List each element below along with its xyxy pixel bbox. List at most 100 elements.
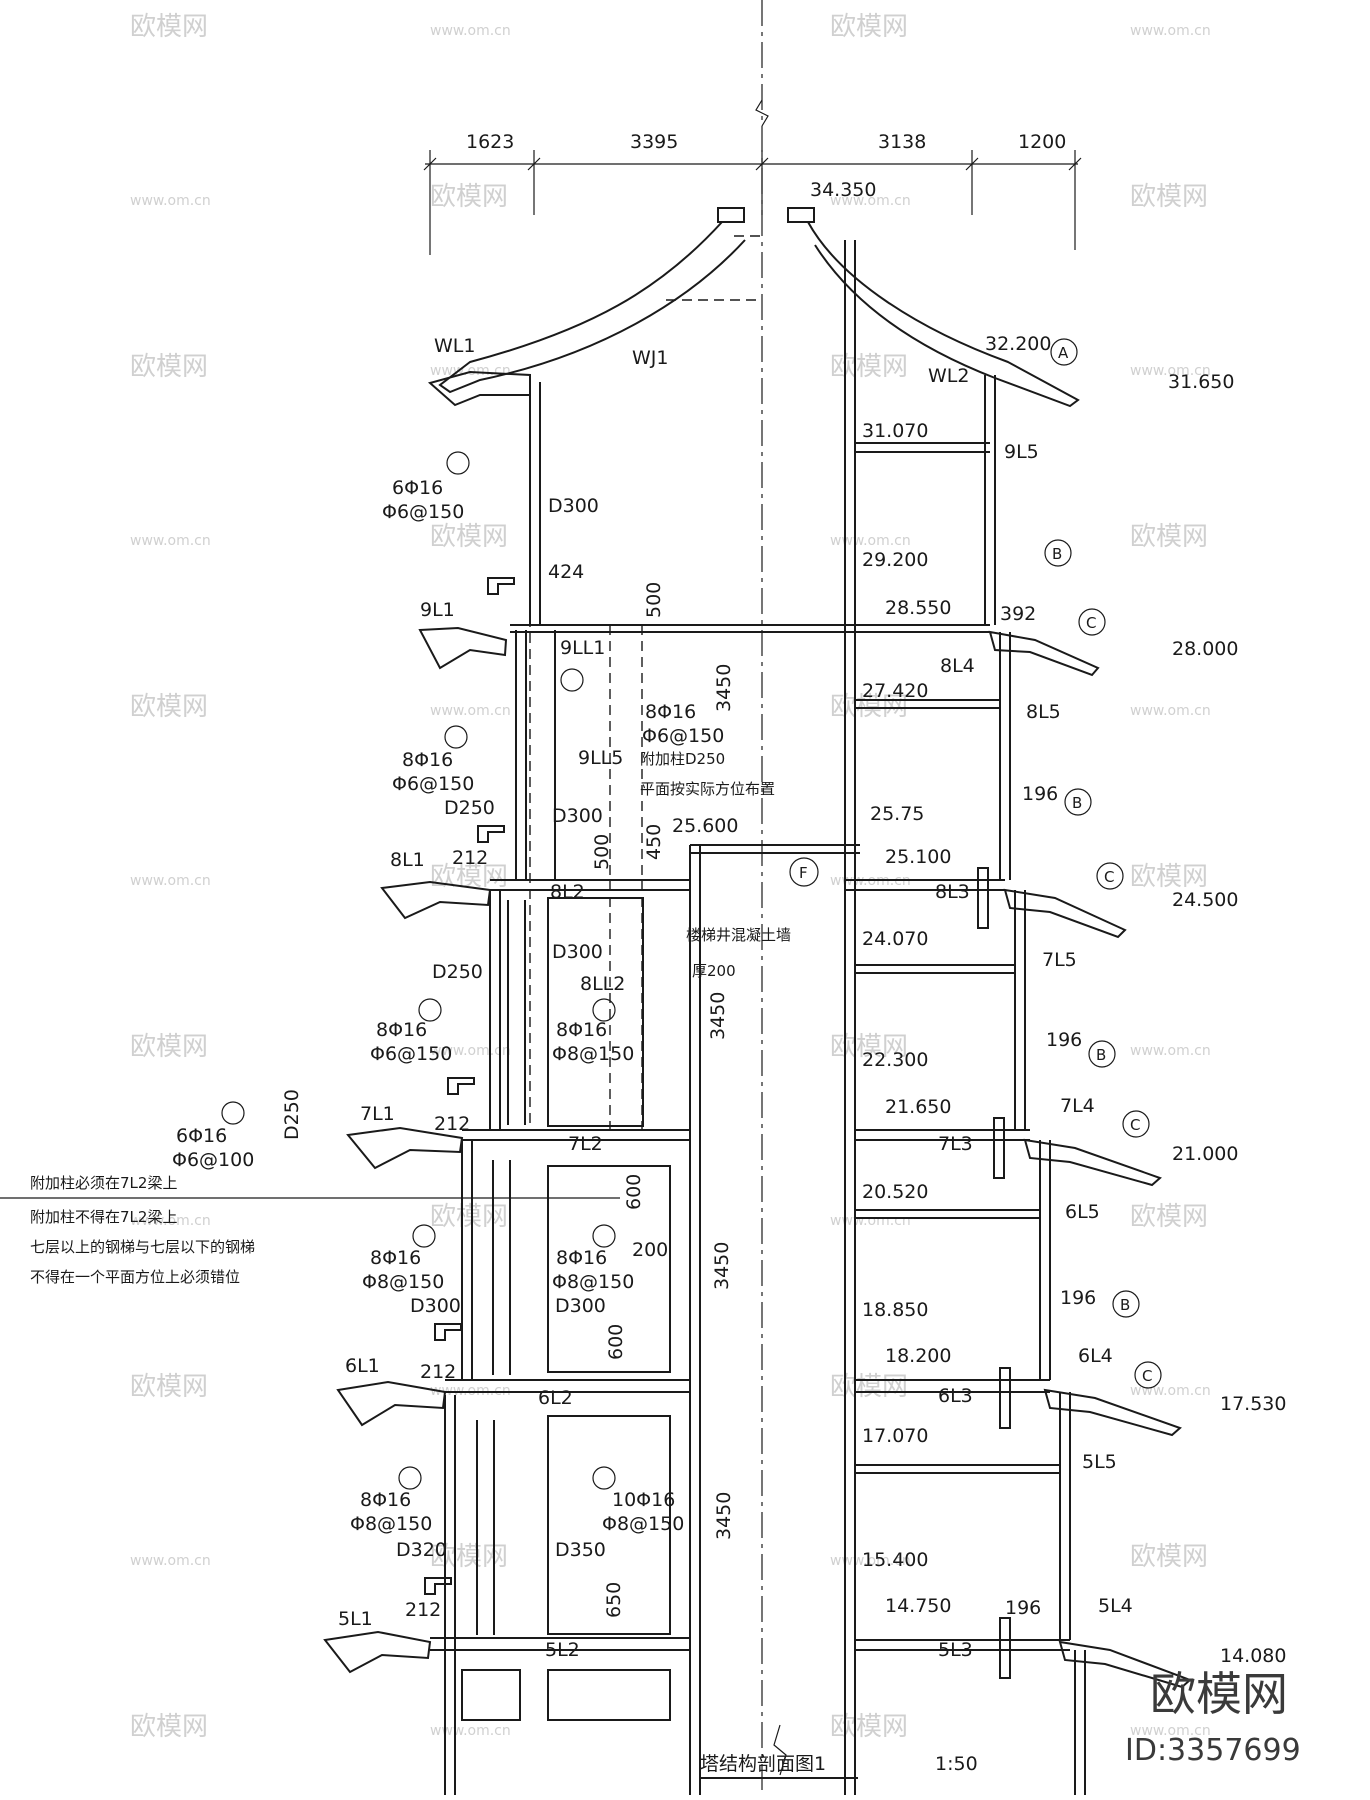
watermark-brand: 欧模网 [830, 352, 908, 382]
watermark-layer: 欧模网 www.om.cn 欧模网 www.om.cn www.om.cn 欧模网 www.… [130, 12, 1211, 1742]
top-dim-3: 3138 [878, 131, 926, 153]
dim-212-d: 212 [405, 1599, 441, 1621]
elev-31070: 31.070 [862, 420, 928, 442]
rebar-4b: Φ6@150 [370, 1043, 452, 1065]
note-col-not-on-beam: 附加柱不得在7L2梁上 [30, 1208, 177, 1226]
beam-7l3: 7L3 [938, 1133, 973, 1155]
rebar-2b: Φ6@150 [642, 725, 724, 747]
dim-424: 424 [548, 561, 584, 583]
axis-f: F [799, 864, 808, 882]
watermark-url: www.om.cn [1130, 1383, 1211, 1399]
watermark-url: www.om.cn [830, 1553, 911, 1569]
rebar-7b: Φ8@150 [362, 1271, 444, 1293]
watermark-url: www.om.cn [1130, 1043, 1211, 1059]
watermark-brand: 欧模网 [430, 1542, 508, 1572]
rebar-6a: 6Φ16 [176, 1125, 227, 1147]
dim-650: 650 [603, 1582, 625, 1618]
drawing-title: 塔结构剖面图1 [700, 1753, 826, 1775]
dim-d250-c: D250 [281, 1089, 303, 1140]
note-plan-orientation: 平面按实际方位布置 [640, 780, 775, 798]
beam-5l1: 5L1 [338, 1608, 373, 1630]
axis-c-1: C [1086, 614, 1096, 632]
beam-8l4: 8L4 [940, 655, 975, 677]
watermark-brand: 欧模网 [1130, 1202, 1208, 1232]
watermark-url: www.om.cn [1130, 363, 1211, 379]
watermark-brand: 欧模网 [830, 1372, 908, 1402]
beam-wj1: WJ1 [632, 347, 668, 369]
brand-stamp: 欧模网 ID:3357699 [1125, 1667, 1301, 1768]
watermark-url: www.om.cn [430, 703, 511, 719]
watermark-url: www.om.cn [1130, 23, 1211, 39]
watermark-brand: 欧模网 [830, 1712, 908, 1742]
rebar-9b: Φ8@150 [350, 1513, 432, 1535]
drawing-scale: 1:50 [935, 1753, 978, 1775]
brand-name: 欧模网 [1150, 1667, 1288, 1721]
watermark-url: www.om.cn [130, 1213, 211, 1229]
beam-6l2: 6L2 [538, 1387, 573, 1409]
watermark-brand: 欧模网 [1130, 522, 1208, 552]
axis-b-1: B [1052, 545, 1062, 563]
dim-d300-a: D300 [552, 805, 603, 827]
rebar-5b: Φ8@150 [552, 1043, 634, 1065]
note-stair-wall-thk: 厚200 [692, 962, 736, 980]
beam-8l5: 8L5 [1026, 701, 1061, 723]
watermark-brand: 欧模网 [130, 12, 208, 42]
elev-34350: 34.350 [810, 179, 876, 201]
left-structure [323, 370, 990, 1795]
rebar-3b: Φ6@150 [392, 773, 474, 795]
elev-15400: 15.400 [862, 1549, 928, 1571]
beam-5l5: 5L5 [1082, 1451, 1117, 1473]
elev-22300: 22.300 [862, 1049, 928, 1071]
elev-25750: 25.75 [870, 803, 924, 825]
dim-d300-d: D300 [555, 1295, 606, 1317]
watermark-url: www.om.cn [1130, 703, 1211, 719]
dim-d250-b: D250 [432, 961, 483, 983]
rebar-2a: 8Φ16 [645, 701, 696, 723]
dim-3450-d: 3450 [713, 1492, 735, 1540]
axis-c-3: C [1130, 1116, 1140, 1134]
beam-6l1: 6L1 [345, 1355, 380, 1377]
dim-450: 450 [643, 824, 665, 860]
elev-28000: 28.000 [1172, 638, 1238, 660]
watermark-url: www.om.cn [1130, 1723, 1211, 1739]
dim-196-d: 196 [1005, 1597, 1041, 1619]
dim-212-b: 212 [434, 1113, 470, 1135]
dim-196-c: 196 [1060, 1287, 1096, 1309]
axis-a: A [1058, 344, 1069, 362]
watermark-url: www.om.cn [130, 873, 211, 889]
watermark-brand: 欧模网 [1130, 182, 1208, 212]
elev-32200: 32.200 [985, 333, 1051, 355]
dim-3450-top: 3450 [713, 664, 735, 712]
beam-wl2: WL2 [928, 365, 969, 387]
elev-29200: 29.200 [862, 549, 928, 571]
elev-21650: 21.650 [885, 1096, 951, 1118]
dim-d300-b: D300 [552, 941, 603, 963]
watermark-brand: 欧模网 [130, 1372, 208, 1402]
axis-c-2: C [1104, 868, 1114, 886]
watermark-brand: 欧模网 [130, 1712, 208, 1742]
rebar-10a: 10Φ16 [612, 1489, 675, 1511]
watermark-url: www.om.cn [430, 23, 511, 39]
elev-24070: 24.070 [862, 928, 928, 950]
break-mark-bottom [773, 1724, 787, 1776]
beam-7l4: 7L4 [1060, 1095, 1095, 1117]
watermark-url: www.om.cn [830, 533, 911, 549]
dim-600-a: 600 [623, 1174, 645, 1210]
watermark-brand: 欧模网 [1130, 1542, 1208, 1572]
watermark-brand: 欧模网 [830, 1032, 908, 1062]
watermark-brand: 欧模网 [130, 692, 208, 722]
dim-d300-c: D300 [410, 1295, 461, 1317]
dim-3450-b: 3450 [707, 992, 729, 1040]
dim-212-c: 212 [420, 1361, 456, 1383]
elev-17070: 17.070 [862, 1425, 928, 1447]
rebar-8b: Φ8@150 [552, 1271, 634, 1293]
rebar-5a: 8Φ16 [556, 1019, 607, 1041]
note-col-on-beam: 附加柱必须在7L2梁上 [30, 1174, 177, 1192]
note-stair-offset-2: 不得在一个平面方位上必须错位 [30, 1268, 240, 1286]
dim-600-b: 600 [605, 1324, 627, 1360]
dim-196-a: 196 [1022, 783, 1058, 805]
elev-14080: 14.080 [1220, 1645, 1286, 1667]
beam-7l2: 7L2 [568, 1133, 603, 1155]
dim-d300-top: D300 [548, 495, 599, 517]
beam-9ll5: 9LL5 [578, 747, 623, 769]
